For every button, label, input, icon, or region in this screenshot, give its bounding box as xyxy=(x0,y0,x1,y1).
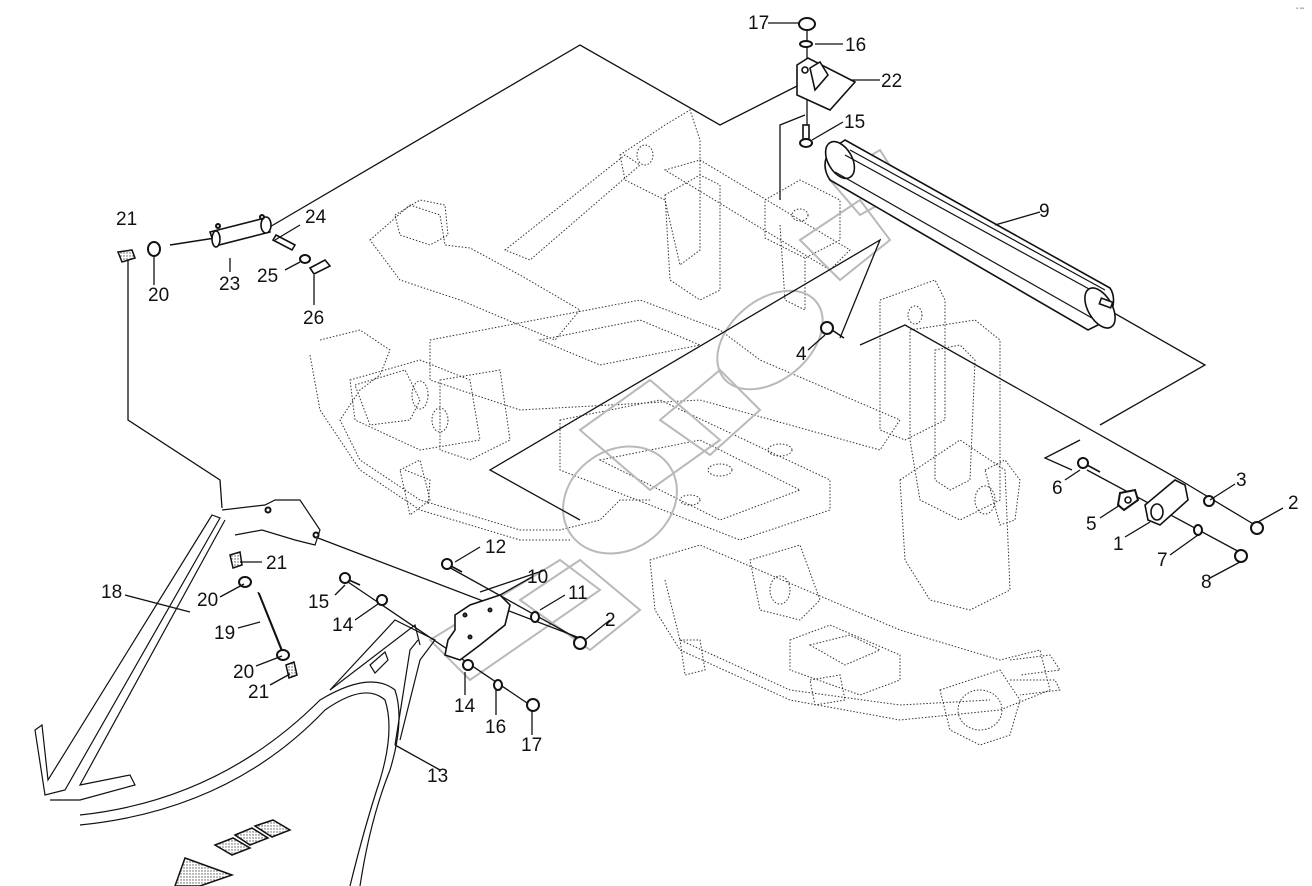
callout-14: 14 xyxy=(332,615,354,636)
nut-20-low[interactable] xyxy=(276,649,290,661)
callout-2: 2 xyxy=(605,610,616,631)
nut-2-right[interactable] xyxy=(1250,521,1264,535)
nut-2-left[interactable] xyxy=(573,636,587,650)
bolt-12[interactable] xyxy=(441,558,463,573)
callout-2: 2 xyxy=(1288,493,1299,514)
main-frame xyxy=(309,109,1061,746)
push-bar-18[interactable] xyxy=(34,499,321,801)
callout-14: 14 xyxy=(454,696,476,717)
nut-20-top[interactable] xyxy=(147,241,161,257)
bearing-5[interactable] xyxy=(1116,488,1140,512)
callout-21: 21 xyxy=(116,209,137,230)
callout-13: 13 xyxy=(427,766,448,787)
callout-12: 12 xyxy=(485,537,506,558)
callout-17: 17 xyxy=(748,13,769,34)
callout-22: 22 xyxy=(881,71,902,92)
bushing-14-low[interactable] xyxy=(462,659,474,671)
callout-20: 20 xyxy=(233,662,254,683)
plate-1[interactable] xyxy=(1144,479,1189,526)
bolt-15-left[interactable] xyxy=(339,572,361,586)
callout-5: 5 xyxy=(1086,514,1097,535)
bolt-15-top[interactable] xyxy=(799,124,813,148)
threaded-rod-19[interactable] xyxy=(258,592,283,651)
callout-9: 9 xyxy=(1039,201,1050,222)
callout-labels: 17 16 22 15 9 4 21 20 23 24 25 26 3 2 6 … xyxy=(101,13,1299,787)
roller-tube-9[interactable] xyxy=(820,137,1122,333)
callout-3: 3 xyxy=(1236,470,1247,491)
nut-8[interactable] xyxy=(1234,549,1248,563)
callout-19: 19 xyxy=(214,623,235,644)
clevis-21-mid[interactable] xyxy=(229,551,243,569)
callout-21: 21 xyxy=(248,682,269,703)
callout-6: 6 xyxy=(1052,478,1063,499)
callout-8: 8 xyxy=(1201,572,1212,593)
watermark xyxy=(428,148,907,682)
pin-24[interactable] xyxy=(271,233,297,252)
bushing-26[interactable] xyxy=(308,258,332,276)
clevis-21-top[interactable] xyxy=(116,249,136,263)
washer-7[interactable] xyxy=(1193,524,1203,536)
callout-11: 11 xyxy=(568,583,588,604)
callout-10: 10 xyxy=(527,567,548,588)
washer-11[interactable] xyxy=(530,611,540,623)
callout-25: 25 xyxy=(257,266,278,287)
callout-26: 26 xyxy=(303,308,324,329)
callout-4: 4 xyxy=(796,344,807,365)
callout-23: 23 xyxy=(219,274,240,295)
bracket-22[interactable] xyxy=(796,57,857,111)
callout-24: 24 xyxy=(305,207,327,228)
bolt-6[interactable] xyxy=(1077,457,1101,473)
washer-16-low[interactable] xyxy=(493,679,503,691)
leader-lines xyxy=(127,30,1256,706)
bushing-14-top[interactable] xyxy=(376,594,388,606)
washer-16-top[interactable] xyxy=(799,40,813,48)
corner-mark: ▪ ▪▪ xyxy=(1295,6,1304,12)
callout-15: 15 xyxy=(308,592,329,613)
callout-16: 16 xyxy=(845,35,866,56)
cylinder-23[interactable] xyxy=(169,214,272,248)
bracket-10[interactable] xyxy=(444,594,511,661)
nut-17-top[interactable] xyxy=(798,17,816,31)
nut-17-low[interactable] xyxy=(526,698,540,712)
handle-hoop-13[interactable] xyxy=(79,619,436,886)
callout-20: 20 xyxy=(197,590,218,611)
callout-7: 7 xyxy=(1157,550,1168,571)
bolt-4[interactable] xyxy=(820,321,845,339)
washer-3[interactable] xyxy=(1203,495,1215,507)
callout-16: 16 xyxy=(485,717,506,738)
callout-15: 15 xyxy=(844,112,865,133)
callout-21: 21 xyxy=(266,553,287,574)
washer-25[interactable] xyxy=(299,254,311,264)
callout-1: 1 xyxy=(1113,534,1124,555)
callout-20: 20 xyxy=(148,285,169,306)
callout-17: 17 xyxy=(521,735,542,756)
direction-arrow xyxy=(174,819,292,886)
callout-18: 18 xyxy=(101,582,122,603)
